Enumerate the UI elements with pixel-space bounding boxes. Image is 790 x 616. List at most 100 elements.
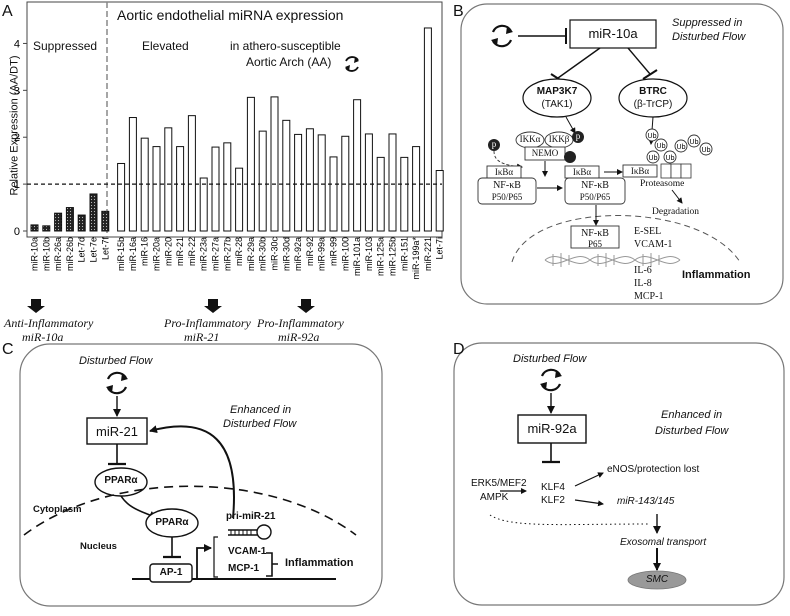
pri-mir-21-hairpin-icon [228,524,272,540]
vcam-1-label: VCAM-1 [228,546,267,557]
ubiquitin-label: Ub [702,147,711,154]
x-tick-label: miR-30c [270,237,280,271]
phosphate-icon [488,139,500,151]
bar-mir-23a [199,177,208,232]
nfkb-complex [564,177,626,205]
anti-inflammatory-label: Anti-Inflammatory [4,316,94,330]
ubiquitin-icon [687,134,701,148]
bar-mir-103 [364,133,373,232]
enhanced-text-line1: Enhanced in [661,409,723,421]
disturbed-flow-label: Disturbed Flow [79,355,153,367]
bar-mir-21 [176,146,185,232]
panel-b-letter: B [453,3,464,20]
panel-d [453,342,785,606]
mcp1-label: MCP-1 [634,291,664,302]
ubiquitin-icon [645,128,659,142]
ppara-nuclear-label: PPARα [155,517,189,528]
x-tick-label: miR-20 [163,237,173,266]
nucleus-label: Nucleus [80,541,117,552]
bar-mir-101a [353,99,362,232]
nemo-box [524,146,566,161]
ubiquitin-label: Ub [649,155,658,162]
bar-let-7d [77,214,86,232]
bar-mir-26b [65,207,74,232]
mir-10a-box [569,19,657,49]
x-tick-label: miR-125b [388,237,398,276]
ppara-label: PPARα [104,475,138,486]
btrc-label: BTRC [639,86,667,97]
x-tick-label: miR-151 [399,237,409,271]
x-tick-label: miR-221 [423,237,433,271]
phosphate-icon [572,131,584,143]
nuclear-membrane [23,485,357,536]
x-tick-label: miR-103 [364,237,374,271]
nemo-label: NEMO [531,148,559,158]
enos-label: eNOS/protection lost [607,464,700,475]
bar-mir-27a [211,146,220,232]
x-tick-label: miR-21 [175,237,185,266]
elevated-label: Elevated [142,39,189,53]
bar-mir-28 [235,167,244,232]
x-tick-label: miR-20a [152,237,162,271]
x-tick-label: miR-16 [140,237,150,266]
x-tick-label: Let-7f [100,237,110,261]
x-tick-label: miR-27a [211,237,221,271]
il8-label: IL-8 [634,278,652,289]
bar-mir-125b [388,133,397,232]
panel-c [19,343,383,607]
ubiquitin-icon [663,150,677,164]
p50p65-label-left: P50/P65 [491,192,523,202]
degradation-label: Degradation [652,207,699,217]
bar-mir-10a [30,224,39,232]
map3k7-node [522,78,592,118]
x-tick-label: miR-99 [329,237,339,266]
enhanced-text-line2: Disturbed Flow [223,418,297,430]
bar-mir-29a [246,96,255,232]
disturbed-flow-icon [345,56,359,72]
x-tick-label: miR-22 [187,237,197,266]
y-axis-label: Relative Expression (AA/DT) [8,55,21,196]
bracket [266,552,278,577]
x-tick-label: miR-10a [30,237,40,271]
bar-mir-99a [317,134,326,232]
proteasome-icon [660,163,692,179]
x-tick-label: Let-7d [77,237,87,263]
x-tick-label: miR-26b [65,237,75,271]
bar-mir-221 [423,27,432,232]
panel-c-letter: C [2,341,14,358]
x-tick-label: miR-26a [53,237,63,271]
panel-d-letter: D [453,341,465,358]
inflammation-label: Inflammation [285,557,354,569]
pro-inflammatory-21-label: Pro-Inflammatory [164,316,251,330]
btrc-node [618,78,688,118]
y-tick-label: 3 [14,85,20,97]
x-tick-label: Let-7i [435,237,445,260]
x-tick-label: miR-28 [234,237,244,266]
phosphate-label: p [575,131,581,141]
disturbed-flow-icon [491,24,513,48]
mir-143-145-label: miR-143/145 [617,496,675,507]
bar-mir-26a [54,212,63,232]
x-tick-label: miR-27b [222,237,232,271]
nuclear-membrane [511,215,741,263]
bar-mir-16a [128,117,137,232]
erk5-mef2-label: ERK5/MEF2 [471,478,527,489]
bar-mir-30d [282,119,291,232]
x-tick-label: miR-30b [258,237,268,271]
proteasome-label: Proteasome [640,179,685,189]
ubiquitin-icon [646,150,660,164]
bar-mir-92 [305,128,314,232]
x-tick-label: Let-7e [89,237,99,263]
nfkb-complex [477,177,537,205]
ikba-label-mid: IκBα [572,167,592,177]
esel-label: E-SEL [634,226,662,237]
mir-92a-box [517,414,587,444]
ikba-label-right: IκBα [630,166,650,176]
bar-mir-15b [117,162,126,232]
ubiquitin-label: Ub [666,155,675,162]
